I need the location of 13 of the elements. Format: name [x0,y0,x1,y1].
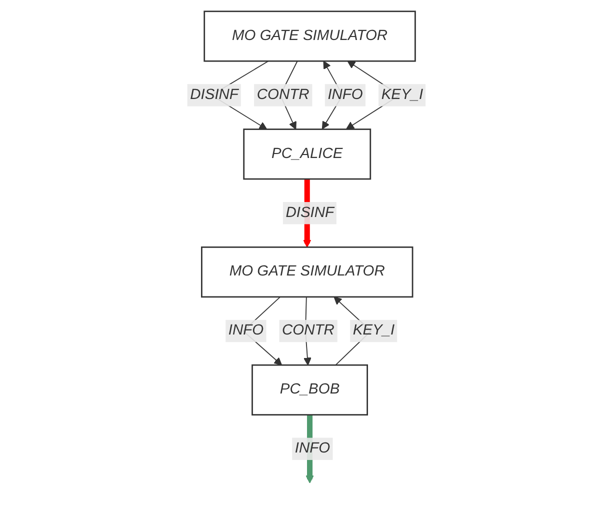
edge-label: DISINF [283,202,337,224]
edge-label: KEY_I [350,320,398,342]
process-box: PC_BOB [252,364,368,416]
edge-label: CONTR [279,320,338,342]
edge-label: INFO [292,438,334,460]
edge-label: KEY_I [378,84,426,106]
edge-label: INFO [325,84,366,106]
edge-label: INFO [226,320,267,342]
edge-label: CONTR [254,84,312,106]
process-box: MO GATE SIMULATOR [201,246,414,298]
process-box: MO GATE SIMULATOR [204,10,416,62]
process-box: PC_ALICE [243,128,372,180]
edge-label: DISINF [188,84,242,106]
